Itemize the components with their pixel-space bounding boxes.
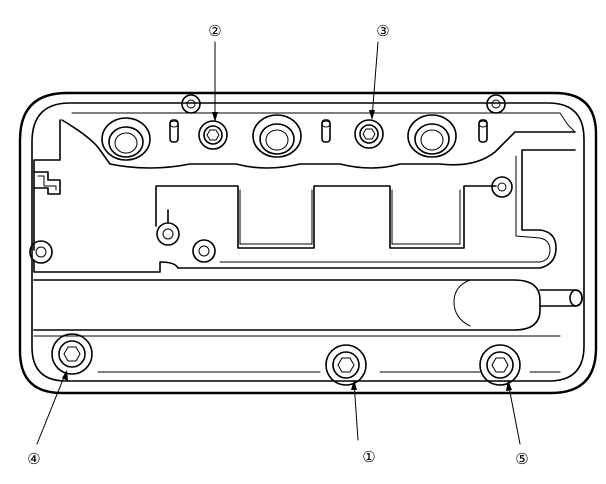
bolt-4 xyxy=(51,333,93,375)
stud-2 xyxy=(321,119,331,143)
bolt-3 xyxy=(354,119,384,149)
callout-5: ⑤ xyxy=(515,450,528,468)
breather-tube xyxy=(539,289,583,307)
left-notch-inner xyxy=(37,175,57,191)
spark-plug-hole-1 xyxy=(101,117,151,161)
boss-mid-2 xyxy=(192,239,216,263)
lower-rail xyxy=(33,335,561,373)
leader-4 xyxy=(36,370,68,445)
spark-plug-hole-3 xyxy=(407,114,457,158)
separator-chamber-inner xyxy=(453,279,471,327)
outer-plate-outline xyxy=(18,91,598,395)
boss-right xyxy=(491,176,513,198)
bolt-2 xyxy=(198,120,228,150)
bolt-5 xyxy=(479,344,521,386)
top-groove xyxy=(71,112,576,133)
callout-2: ② xyxy=(208,22,221,40)
leader-5 xyxy=(506,380,521,445)
top-ridge xyxy=(61,119,576,169)
left-notch xyxy=(33,171,61,195)
boss-top-left xyxy=(181,94,201,114)
leader-3 xyxy=(369,41,379,120)
callout-3: ③ xyxy=(376,22,389,40)
callout-1: ① xyxy=(362,448,375,466)
inner-flange-line xyxy=(31,102,585,382)
leader-2 xyxy=(212,41,218,122)
leader-1 xyxy=(351,380,359,441)
stud-1 xyxy=(169,119,179,143)
baffle-rib-inner xyxy=(219,155,551,263)
spark-plug-hole-2 xyxy=(252,114,302,158)
separator-chamber xyxy=(33,279,541,331)
boss-left xyxy=(29,240,53,264)
stud-3 xyxy=(478,119,488,143)
baffle-rib xyxy=(33,119,576,273)
boss-top-right xyxy=(486,94,506,114)
bolt-1 xyxy=(325,344,367,386)
callout-4: ④ xyxy=(27,450,40,468)
boss-mid-1 xyxy=(156,222,180,246)
